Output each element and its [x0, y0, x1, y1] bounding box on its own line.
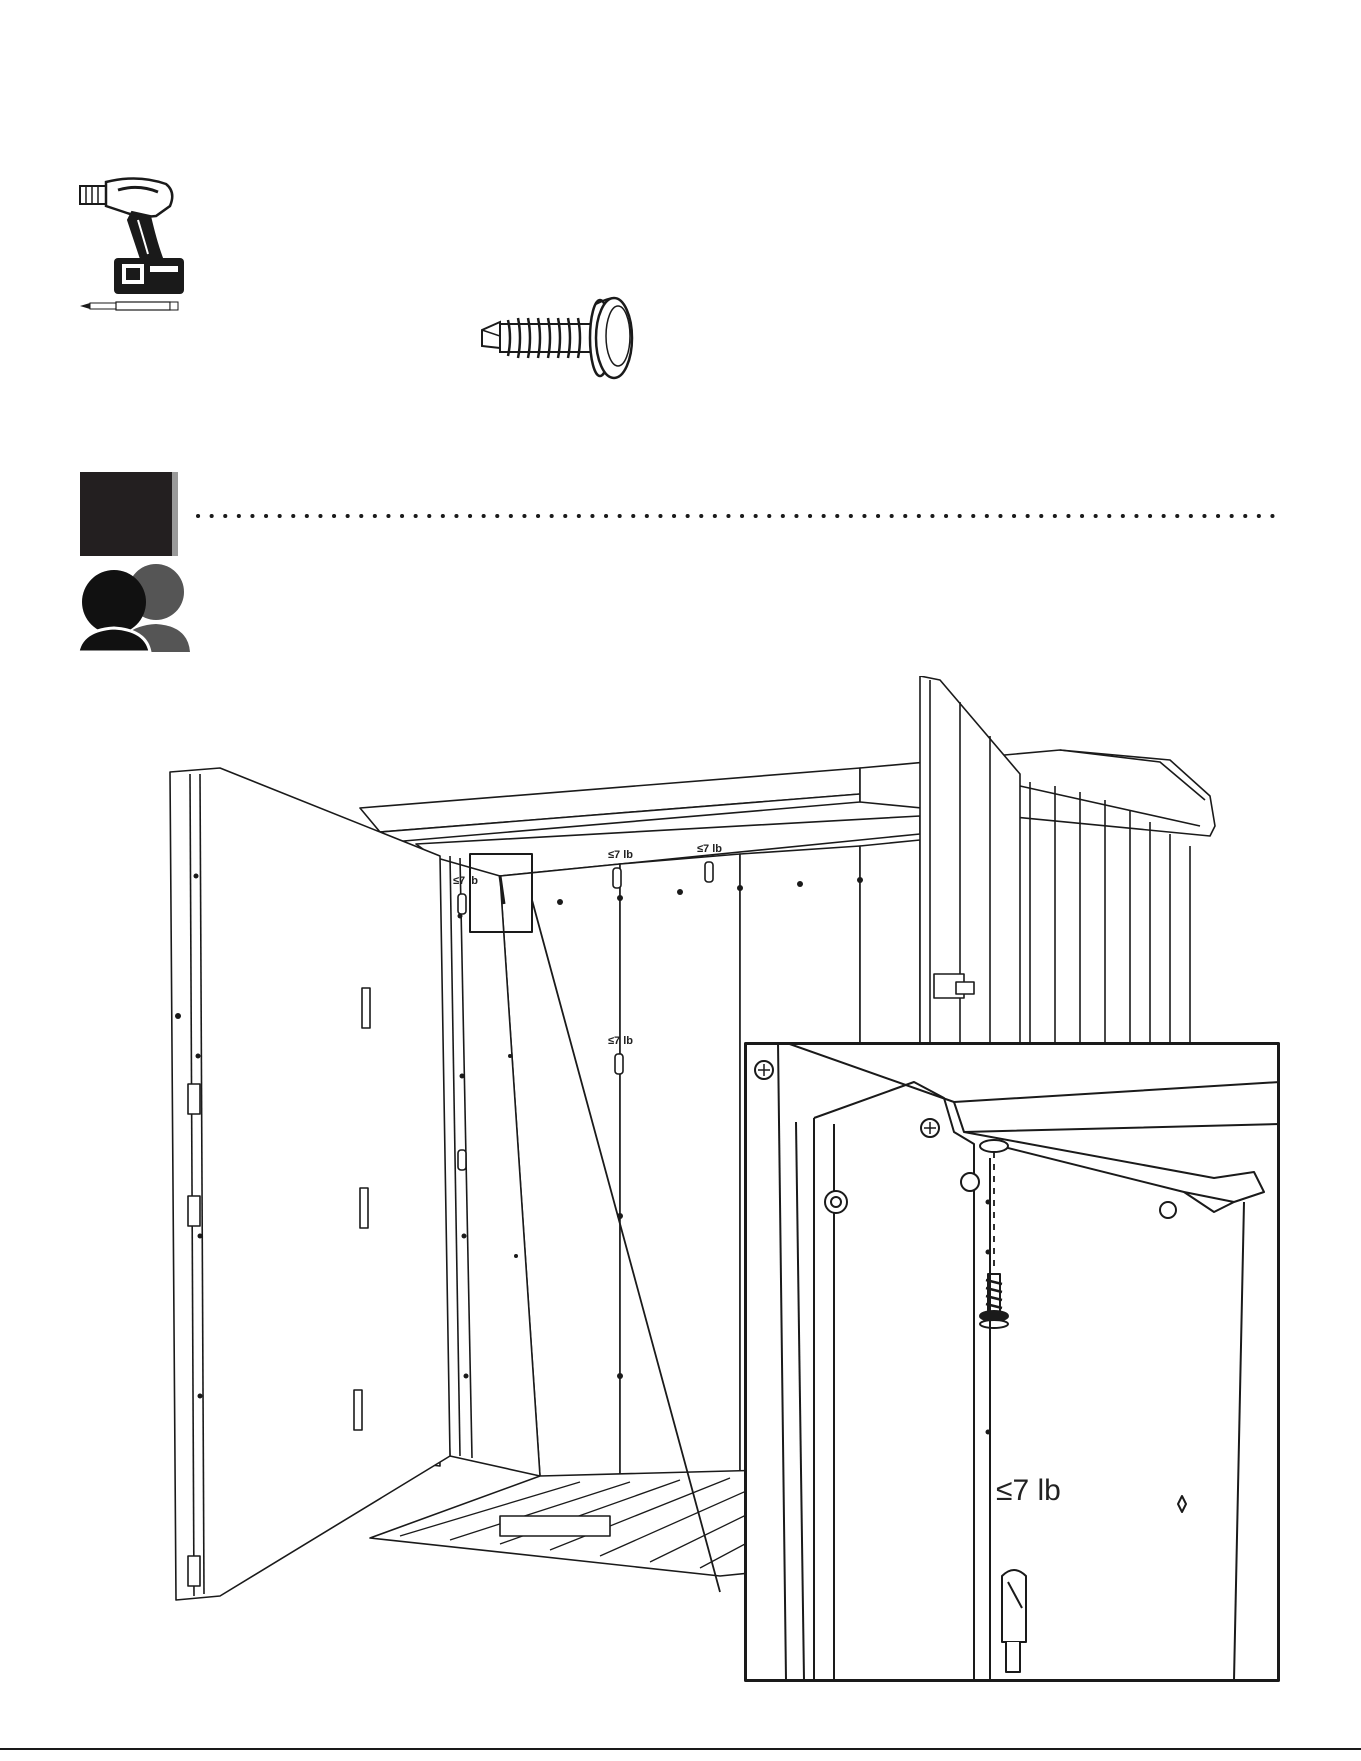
weight-label-small-2: ≤7 lb: [608, 849, 633, 861]
screw-icon: [478, 296, 648, 386]
phillips-bit-icon: [80, 300, 180, 312]
two-person-icon: [78, 562, 190, 652]
page-bottom-rule: [0, 1748, 1361, 1750]
drill-icon: [78, 172, 188, 298]
step-divider-dotted-line: [196, 512, 1284, 520]
weight-label-small-1: ≤7 lb: [453, 875, 478, 887]
weight-label-detail: ≤7 lb: [996, 1474, 1061, 1507]
weight-label-small-4: ≤7 lb: [608, 1035, 633, 1047]
weight-label-small-3: ≤7 lb: [697, 843, 722, 855]
detail-inset: ≤7 lb: [744, 1042, 1280, 1682]
step-number-box: [80, 472, 178, 556]
